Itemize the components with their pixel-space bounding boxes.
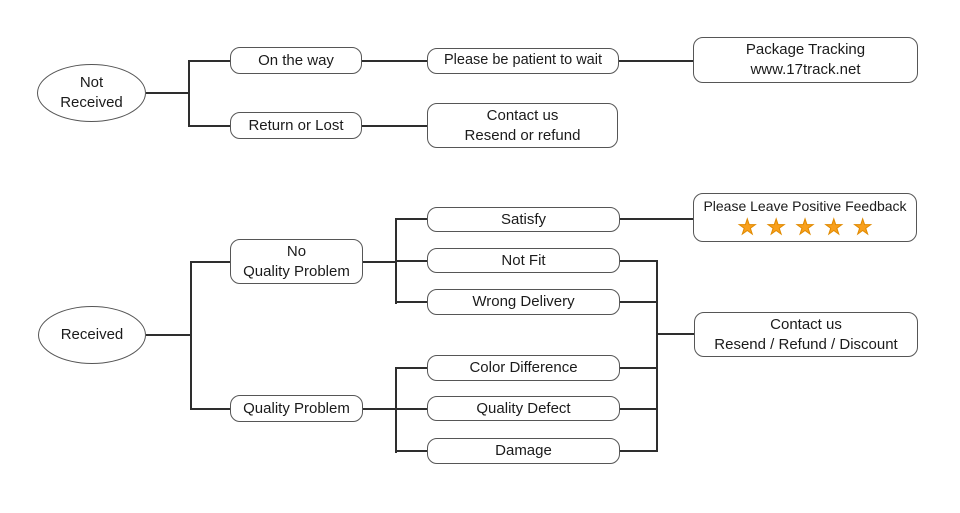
- line-branch-wrongdelivery: [395, 301, 427, 303]
- node-contact-resend-refund: Contact us Resend or refund: [427, 103, 618, 148]
- star-icon: ★: [795, 215, 815, 239]
- node-quality-problem: Quality Problem: [230, 395, 363, 422]
- line-branch-noqualityproblem: [190, 261, 230, 263]
- line-branch-colordifference: [395, 367, 427, 369]
- line-branch-returnorlost: [188, 125, 230, 127]
- line-returnorlost-contact: [362, 125, 427, 127]
- line-satisfy-feedback: [620, 218, 693, 220]
- node-wrong-delivery: Wrong Delivery: [427, 289, 620, 315]
- line-patient-tracking: [619, 60, 693, 62]
- node-package-tracking-label: www.17track.net: [750, 61, 861, 78]
- line-wrongdelivery-collector: [620, 301, 657, 303]
- line-branch-damage: [395, 450, 427, 452]
- node-package-tracking: Package Tracking www.17track.net: [693, 37, 918, 83]
- node-return-or-lost-label: Return or Lost: [248, 116, 344, 134]
- node-damage-label: Damage: [495, 442, 552, 460]
- node-color-difference: Color Difference: [427, 355, 620, 381]
- node-not-fit-label: Not Fit: [501, 251, 546, 269]
- node-please-be-patient: Please be patient to wait: [427, 48, 619, 74]
- node-on-the-way-label: On the way: [258, 51, 334, 69]
- node-received-label: Received: [60, 326, 124, 344]
- line-branch-qualityproblem: [190, 408, 230, 410]
- node-not-fit: Not Fit: [427, 248, 620, 273]
- line-collector-vertical: [656, 260, 658, 452]
- line-quality-vertical: [395, 367, 397, 453]
- node-contact-resend-refund-discount-label: Resend / Refund / Discount: [714, 335, 898, 353]
- line-qualitydefect-collector: [620, 408, 657, 410]
- node-on-the-way: On the way: [230, 47, 362, 74]
- node-please-be-patient-label: Please be patient to wait: [444, 52, 602, 69]
- line-notfit-collector: [620, 260, 657, 262]
- line-quality-branch: [363, 408, 395, 410]
- line-noquality-branch: [363, 261, 395, 263]
- star-rating-icon: ★ ★ ★ ★ ★: [733, 215, 877, 239]
- star-icon: ★: [824, 215, 844, 239]
- line-notreceived-branch: [146, 92, 190, 94]
- node-quality-defect: Quality Defect: [427, 396, 620, 421]
- node-contact-resend-refund-discount-label: Contact us: [770, 315, 842, 333]
- line-damage-collector: [620, 450, 657, 452]
- line-branch-ontheway: [188, 60, 230, 62]
- line-branch-notfit: [395, 260, 427, 262]
- node-wrong-delivery-label: Wrong Delivery: [472, 293, 575, 311]
- star-icon: ★: [766, 215, 786, 239]
- star-icon: ★: [737, 215, 757, 239]
- line-branch-qualitydefect: [395, 408, 427, 410]
- node-no-quality-problem-label: No: [286, 242, 307, 260]
- node-no-quality-problem-label: Quality Problem: [243, 262, 350, 280]
- node-positive-feedback-label: Please Leave Positive Feedback: [703, 198, 907, 215]
- node-contact-resend-refund-discount: Contact us Resend / Refund / Discount: [694, 312, 918, 357]
- node-contact-resend-refund-label: Resend or refund: [464, 126, 581, 144]
- node-satisfy-label: Satisfy: [500, 210, 546, 228]
- line-colordifference-collector: [620, 367, 657, 369]
- line-ontheway-patient: [362, 60, 427, 62]
- line-bottom-branch-vertical: [190, 261, 192, 410]
- node-package-tracking-label: Package Tracking: [745, 41, 866, 59]
- node-damage: Damage: [427, 438, 620, 464]
- line-top-branch-vertical: [188, 60, 190, 127]
- node-positive-feedback: Please Leave Positive Feedback★ ★ ★ ★ ★: [693, 193, 917, 242]
- node-satisfy: Satisfy: [427, 207, 620, 232]
- node-not-received-label: Received: [60, 94, 123, 111]
- node-not-received-label: Not: [79, 74, 104, 92]
- node-received: Received: [38, 306, 146, 364]
- node-contact-resend-refund-label: Contact us: [486, 106, 559, 124]
- node-quality-problem-label: Quality Problem: [243, 399, 350, 417]
- node-color-difference-label: Color Difference: [469, 359, 578, 377]
- line-branch-satisfy: [395, 218, 427, 220]
- node-return-or-lost: Return or Lost: [230, 112, 362, 139]
- node-quality-defect-label: Quality Defect: [476, 399, 571, 417]
- line-received-branch: [146, 334, 190, 336]
- star-icon: ★: [853, 215, 873, 239]
- line-collector-contact: [656, 333, 694, 335]
